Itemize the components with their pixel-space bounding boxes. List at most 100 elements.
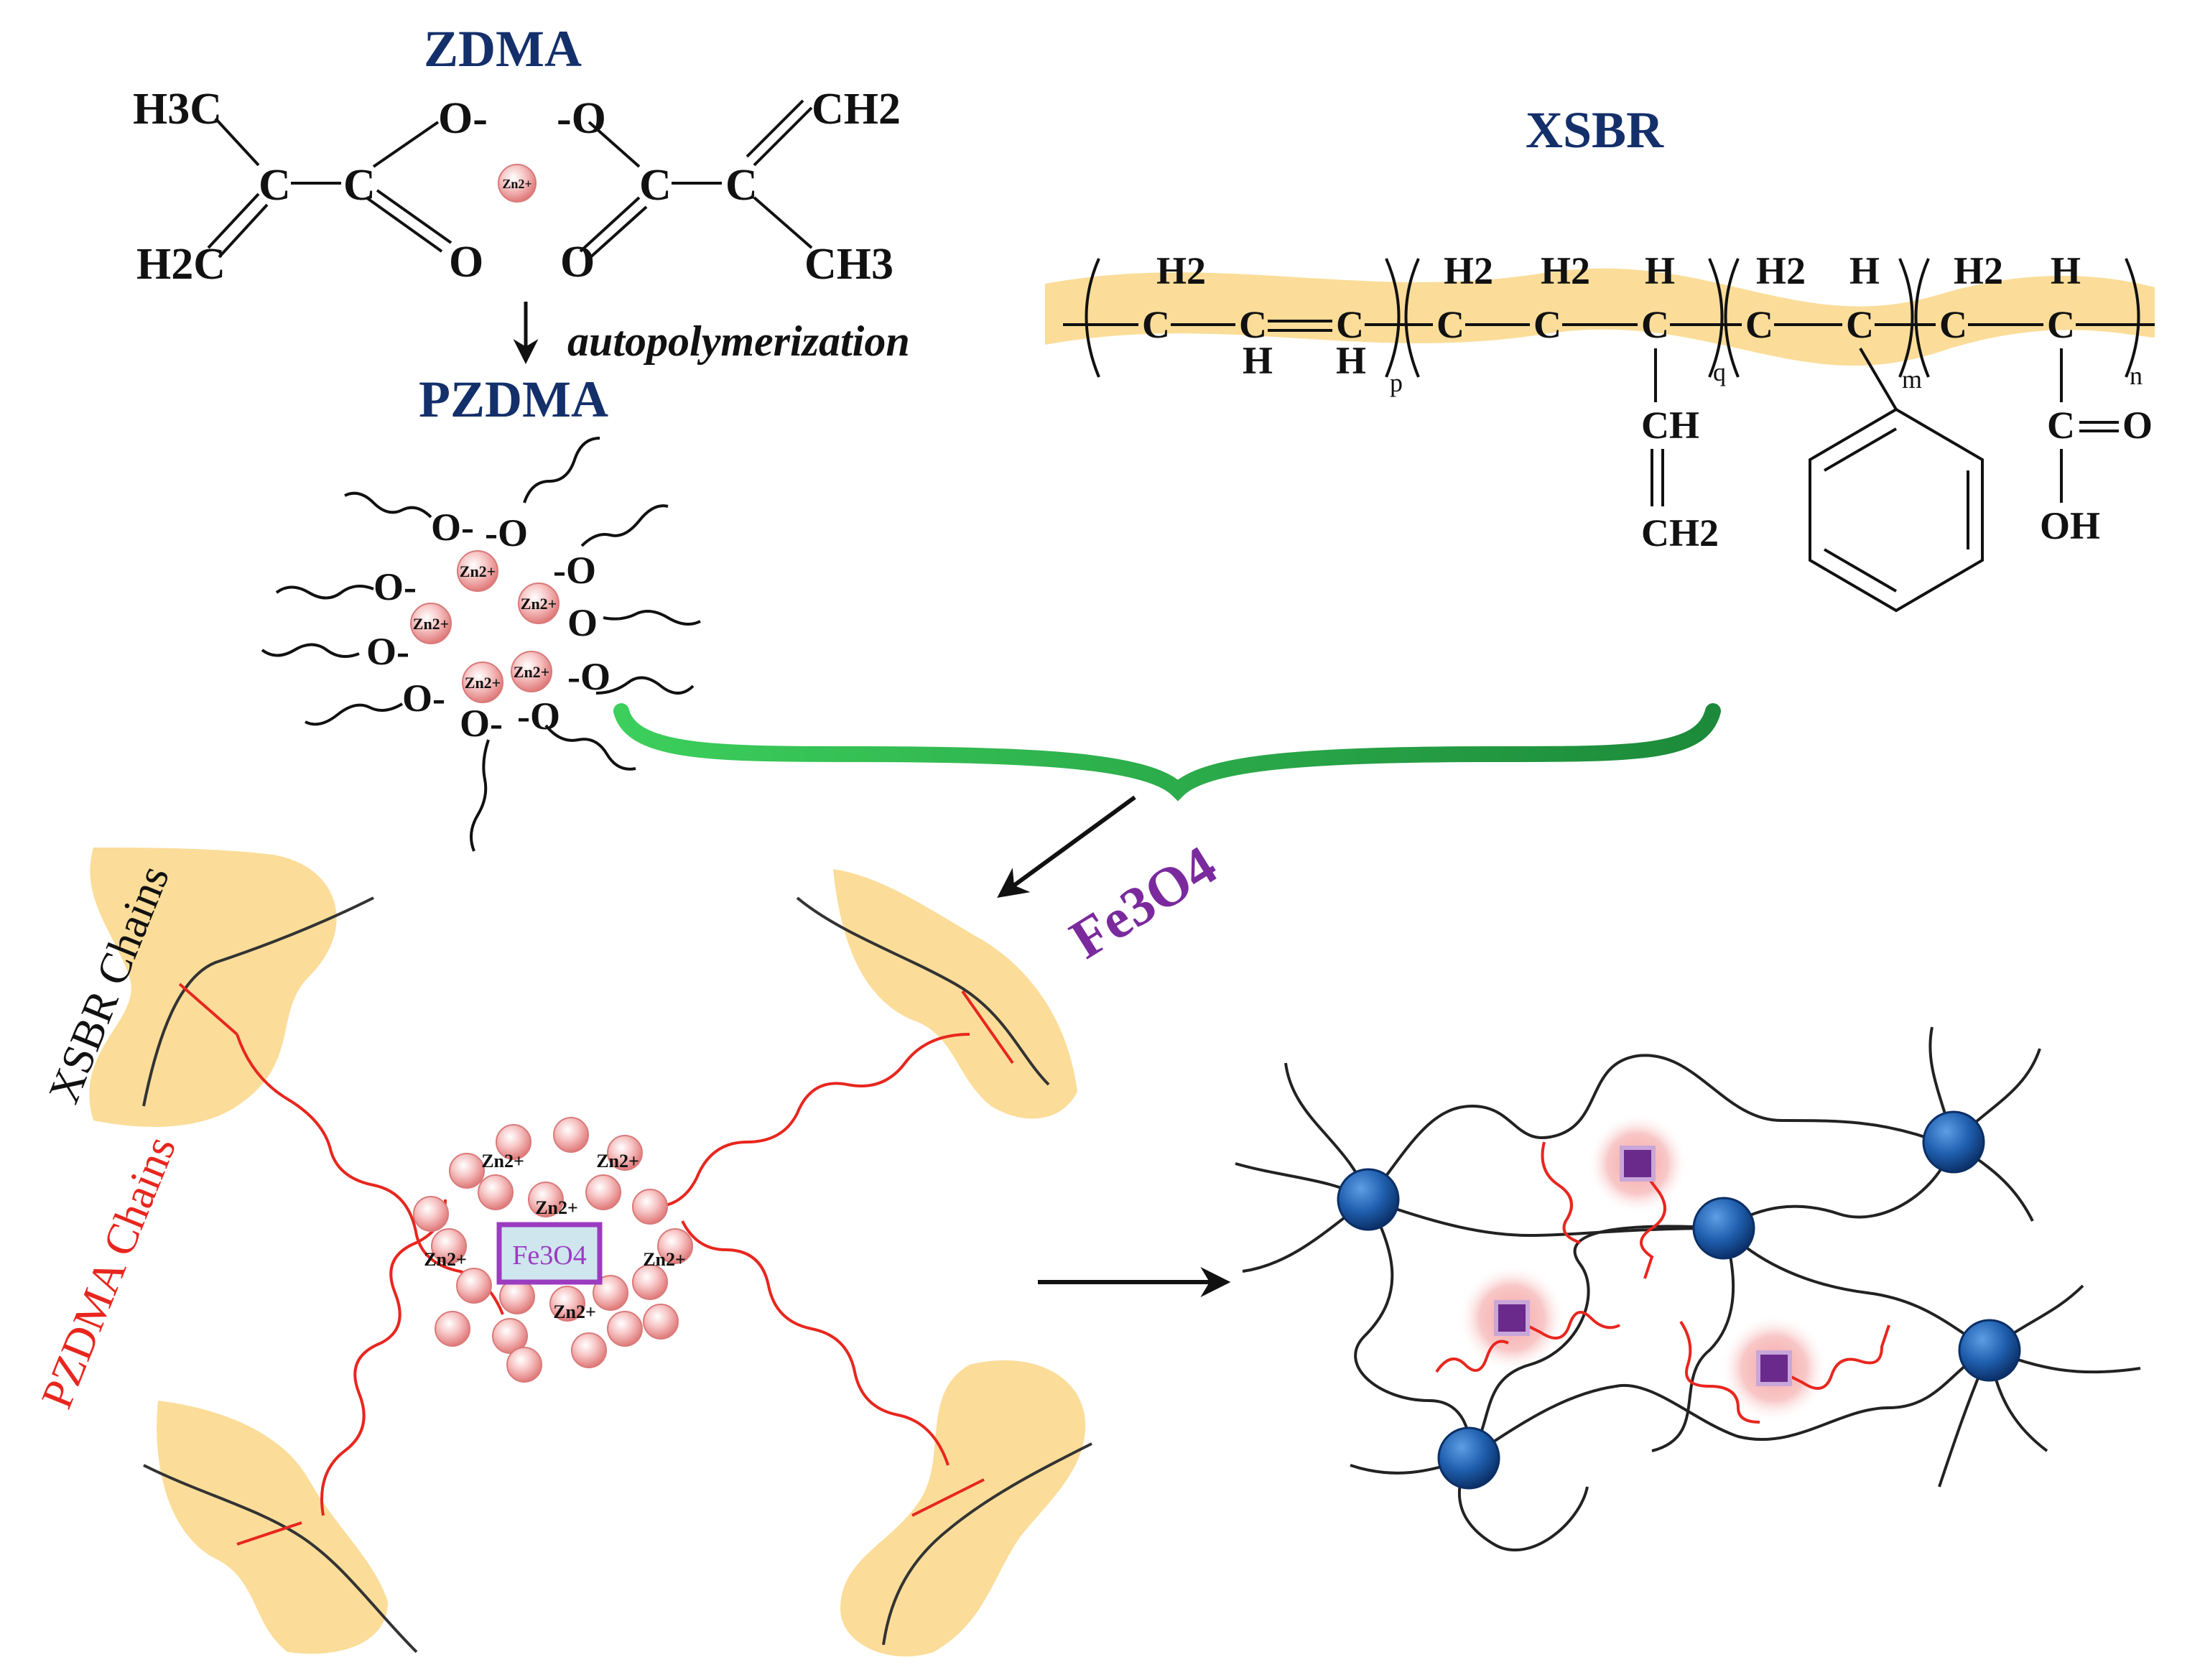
- svg-text:C: C: [1239, 303, 1267, 346]
- svg-text:Zn2+: Zn2+: [521, 595, 557, 613]
- zdma-c4: C: [725, 161, 758, 210]
- zdma-title: ZDMA: [424, 20, 582, 78]
- svg-text:H2: H2: [1756, 249, 1806, 292]
- zdma-c1: C: [259, 161, 291, 210]
- zdma-zn-ion: [498, 164, 537, 203]
- zdma-ch3: CH3: [804, 240, 893, 289]
- svg-text:Zn2+: Zn2+: [413, 615, 449, 633]
- svg-text:Zn2+: Zn2+: [514, 663, 549, 681]
- pzdma-o-4: -O: [553, 549, 596, 592]
- zdma-o-left: O: [449, 238, 483, 287]
- svg-text:C: C: [2047, 404, 2075, 447]
- xsbr-bonds: [1063, 320, 2155, 613]
- fe3o4-box-label: Fe3O4: [512, 1240, 586, 1271]
- xsbr-subscripts: p q m n: [1390, 358, 2143, 397]
- pzdma-o-7: -O: [567, 655, 611, 698]
- svg-text:Zn2+: Zn2+: [481, 1151, 524, 1171]
- svg-text:H2: H2: [1954, 249, 2003, 292]
- svg-text:q: q: [1713, 358, 1726, 386]
- zdma-ch2: CH2: [812, 85, 901, 134]
- fe3o4-particles: [1494, 1146, 1792, 1386]
- network-chains: [1235, 1026, 2141, 1551]
- svg-text:H2: H2: [1541, 249, 1590, 292]
- svg-text:C: C: [1336, 303, 1364, 346]
- xsbr-atoms: H2 C C H C H H2 C H2 C H C CH CH2 H2 C H…: [1142, 249, 2153, 554]
- svg-text:H: H: [1849, 249, 1880, 292]
- svg-text:Zn2+: Zn2+: [465, 674, 501, 692]
- fe3o4-arrow: [997, 795, 1136, 898]
- pzdma-cluster: O- -O O- -O O O- -O O- O- -O Zn2+ Zn2+ Z…: [261, 437, 701, 852]
- svg-text:Zn2+: Zn2+: [643, 1249, 686, 1270]
- pzdma-chains: [178, 983, 1014, 1546]
- zdma-h3c: H3C: [133, 85, 222, 134]
- zdma-bonds: [207, 99, 813, 260]
- svg-text:H: H: [1645, 249, 1675, 292]
- svg-text:CH2: CH2: [1641, 511, 1719, 554]
- svg-text:Zn2+: Zn2+: [535, 1197, 578, 1218]
- svg-text:C: C: [1142, 303, 1170, 346]
- svg-text:H: H: [1336, 339, 1366, 382]
- svg-text:H2: H2: [1156, 249, 1206, 292]
- pzdma-o-3: O-: [373, 565, 417, 608]
- zn-spheres: [413, 1117, 693, 1383]
- pzdma-o-9: O-: [460, 702, 503, 745]
- autopolymerization-label: autopolymerization: [567, 317, 910, 365]
- svg-text:n: n: [2130, 361, 2143, 390]
- zn-labels-bottom: Zn2+ Zn2+ Zn2+ Zn2+ Zn2+ Zn2+: [424, 1151, 686, 1322]
- svg-text:Zn2+: Zn2+: [553, 1301, 596, 1322]
- svg-text:C: C: [1939, 303, 1967, 346]
- svg-text:C: C: [1846, 303, 1874, 346]
- svg-text:OH: OH: [2040, 504, 2100, 547]
- svg-text:H: H: [1243, 339, 1273, 382]
- pzdma-wavy-chains: [261, 437, 701, 852]
- zdma-zn-label: Zn2+: [502, 177, 531, 191]
- xsbr-backbone-highlight: [1045, 268, 2155, 366]
- xsbr-brackets: [1085, 258, 2140, 378]
- pzdma-o-10: -O: [517, 695, 560, 738]
- fe3o4-box: [496, 1222, 603, 1285]
- svg-text:H: H: [2051, 249, 2081, 292]
- pzdma-o-1: O-: [431, 506, 474, 549]
- pzdma-zn-labels: Zn2+ Zn2+ Zn2+ Zn2+ Zn2+: [413, 562, 557, 692]
- crosslinked-network: [1235, 1026, 2141, 1551]
- bottom-left-schematic: XSBR Chains PZDMA Chains: [32, 848, 1092, 1657]
- zdma-structure: H3C H2C C C O- O -O O C C CH2 CH3 Zn2+: [133, 85, 901, 289]
- xsbr-chain-highlights: [89, 848, 1086, 1657]
- zdma-minus-o-right: -O: [557, 94, 606, 143]
- pzdma-o-5: O: [567, 601, 598, 644]
- zdma-h2c: H2C: [136, 240, 226, 289]
- zdma-c2: C: [343, 161, 376, 210]
- network-pzdma-links: [1435, 1141, 1890, 1424]
- svg-text:p: p: [1390, 368, 1403, 397]
- svg-text:H2: H2: [1444, 249, 1493, 292]
- fe3o4-label: Fe3O4: [1059, 833, 1227, 970]
- svg-text:C: C: [2047, 303, 2075, 346]
- xsbr-title: XSBR: [1526, 101, 1664, 159]
- svg-text:m: m: [1902, 365, 1922, 394]
- pzdma-o-2: -O: [485, 511, 528, 554]
- pzdma-o-6: O-: [366, 630, 409, 673]
- pzdma-zn-ions: [410, 550, 560, 703]
- green-brace: [613, 703, 1721, 802]
- zdma-o-minus-left: O-: [438, 94, 488, 143]
- crosslink-nodes: [1337, 1110, 2021, 1490]
- svg-text:Zn2+: Zn2+: [460, 562, 496, 580]
- pzdma-o-8: O-: [402, 677, 445, 720]
- svg-text:C: C: [1436, 303, 1464, 346]
- svg-text:Zn2+: Zn2+: [424, 1249, 467, 1270]
- xsbr-chains: [142, 896, 1092, 1653]
- svg-text:Zn2+: Zn2+: [596, 1151, 639, 1171]
- svg-text:C: C: [1745, 303, 1773, 346]
- pzdma-chains-label: PZDMA Chains: [32, 1130, 185, 1416]
- svg-text:C: C: [1533, 303, 1561, 346]
- xsbr-structure: H2 C C H C H H2 C H2 C H C CH CH2 H2 C H…: [1045, 249, 2155, 613]
- zdma-o-right: O: [560, 238, 595, 287]
- zdma-c3: C: [639, 161, 672, 210]
- pzdma-title: PZDMA: [419, 371, 608, 428]
- svg-text:O: O: [2122, 404, 2153, 447]
- zn-cluster-bottom: Fe3O4 Zn2+ Zn2+ Zn2+ Zn2+ Zn2+ Zn2+: [413, 1117, 693, 1383]
- svg-text:C: C: [1641, 303, 1669, 346]
- svg-text:CH: CH: [1641, 404, 1699, 447]
